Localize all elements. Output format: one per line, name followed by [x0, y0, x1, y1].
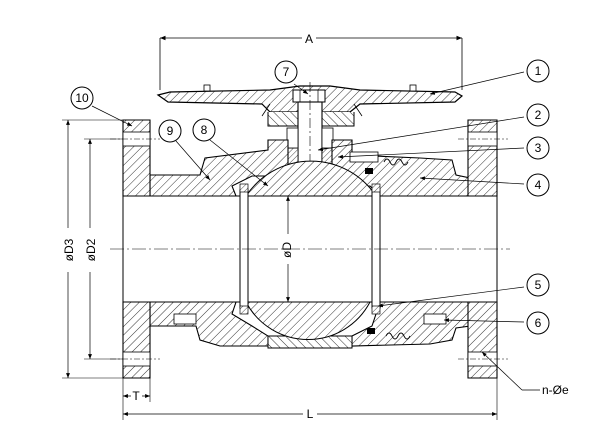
dimension-a-label: A — [305, 32, 313, 46]
body-upper — [149, 139, 471, 197]
bolt-hole-label: n-Øe — [542, 383, 569, 397]
bolt-hole-leader: n-Øe — [481, 351, 569, 397]
callout-5: 5 — [535, 278, 542, 292]
dimension-l-label: L — [307, 407, 314, 421]
ball: øD — [239, 160, 381, 341]
callouts: 1 2 3 4 5 6 7 8 9 10 — [70, 59, 550, 335]
dimension-t-label: T — [132, 389, 140, 403]
left-flange — [110, 119, 160, 379]
body-lower — [149, 301, 471, 349]
bore — [110, 195, 510, 303]
callout-2: 2 — [535, 108, 542, 122]
callout-6: 6 — [535, 316, 542, 330]
callout-10: 10 — [75, 91, 89, 105]
dimension-d2-label: øD2 — [84, 238, 98, 261]
callout-8: 8 — [201, 123, 208, 137]
callout-7: 7 — [283, 65, 290, 79]
callout-4: 4 — [535, 178, 542, 192]
callout-3: 3 — [535, 141, 542, 155]
dimension-t-l: T L — [122, 378, 498, 421]
dimension-d2-d3: øD3 øD2 — [60, 119, 123, 379]
callout-1: 1 — [535, 64, 542, 78]
callout-9: 9 — [167, 124, 174, 138]
dimension-d3-label: øD3 — [62, 238, 76, 261]
dimension-a: A — [159, 31, 463, 90]
dimension-d-label: øD — [280, 242, 294, 258]
